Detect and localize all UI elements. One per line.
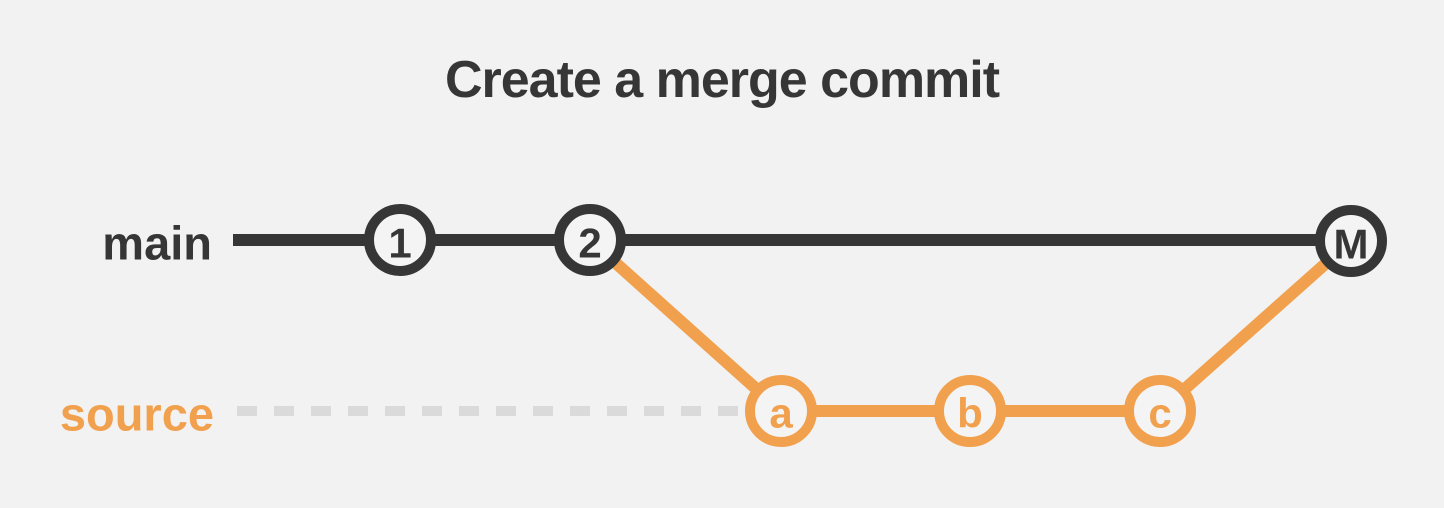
commit-label-2: 2 bbox=[578, 220, 601, 267]
commit-label-c: c bbox=[1148, 390, 1171, 437]
commit-node-a bbox=[745, 375, 817, 447]
commit-label-a: a bbox=[769, 390, 793, 437]
commit-label-b: b bbox=[957, 390, 983, 437]
commit-node-b bbox=[934, 375, 1006, 447]
main-branch-label: main bbox=[102, 217, 212, 270]
commit-node-merge bbox=[1315, 205, 1387, 277]
diagram-title: Create a merge commit bbox=[444, 51, 1000, 109]
commit-label-merge: M bbox=[1334, 221, 1369, 268]
commit-node-c bbox=[1124, 375, 1196, 447]
commit-node-1 bbox=[364, 204, 436, 276]
source-branch-merge-line bbox=[1156, 236, 1355, 416]
commit-node-2 bbox=[554, 204, 626, 276]
commit-label-1: 1 bbox=[388, 220, 411, 267]
source-branch-diverge-line bbox=[585, 235, 786, 416]
source-branch-label: source bbox=[60, 388, 214, 441]
